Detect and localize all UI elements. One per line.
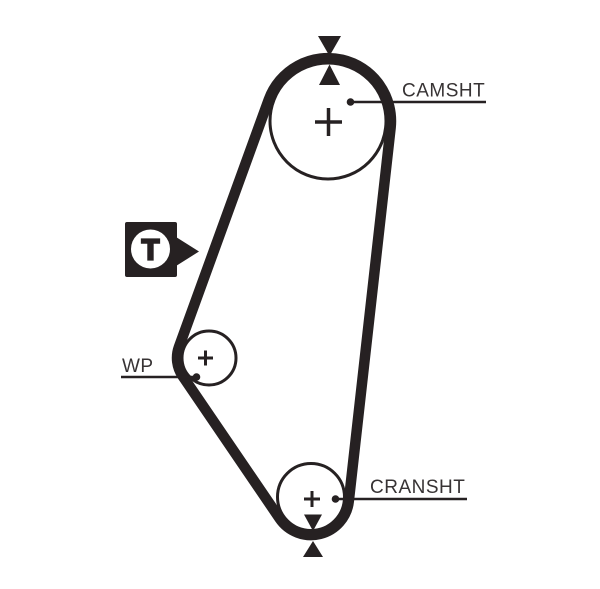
- camshaft-inner-mark-triangle-icon: [319, 64, 340, 85]
- crankshaft-label-group: CRANSHT: [331, 477, 467, 503]
- water-pump-leader-dot: [192, 373, 201, 381]
- water-pump-center-cross: [198, 350, 213, 366]
- camshaft-label-group: CAMSHT: [346, 81, 486, 106]
- tensioner-badge-circle: [131, 229, 170, 269]
- crankshaft-label: CRANSHT: [370, 477, 465, 498]
- crankshaft-alignment-marks: [303, 514, 323, 557]
- crankshaft-inner-mark-triangle-icon: [304, 514, 322, 531]
- camshaft-center-cross: [315, 108, 342, 136]
- tensioner-arrow-icon: [176, 237, 199, 266]
- camshaft-outer-mark-triangle-icon: [318, 36, 341, 56]
- timing-belt: [171, 52, 397, 541]
- tensioner-indicator: T: [125, 222, 199, 277]
- crankshaft-center-cross: [304, 491, 320, 507]
- camshaft-label: CAMSHT: [402, 81, 485, 102]
- crankshaft-leader-dot: [331, 495, 340, 503]
- water-pump-label-group: WP: [121, 356, 201, 381]
- water-pump-label: WP: [122, 356, 154, 377]
- crankshaft-outer-mark-triangle-icon: [303, 541, 323, 557]
- camshaft-alignment-marks: [318, 36, 341, 85]
- tensioner-letter: T: [142, 235, 160, 267]
- camshaft-leader-dot: [346, 98, 355, 106]
